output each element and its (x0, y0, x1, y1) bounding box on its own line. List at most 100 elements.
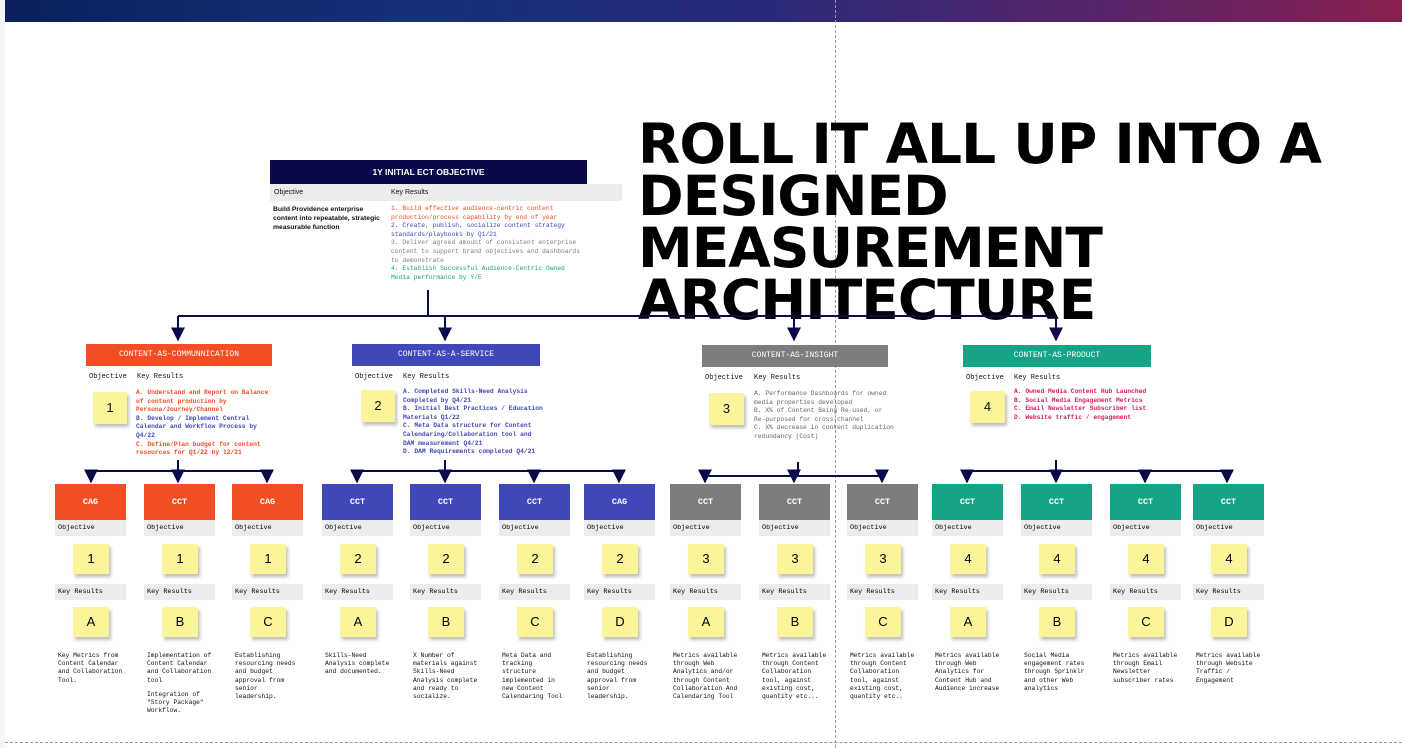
pillar-4-kr-c: C. Email Newsletter Subscriber list (1014, 405, 1147, 413)
team-box-6-kr-label: Key Results (499, 584, 570, 600)
pillar-2-col-objective: Objective (355, 373, 393, 381)
team-box-10-objective-note: 3 (865, 544, 901, 574)
team-box-5-description-line-1: X Number of materials against Skills-Nee… (413, 652, 478, 701)
team-box-10-description-line-1: Metrics available through Content Collab… (850, 652, 915, 701)
team-box-13-description-line-1: Metrics available through Email Newslett… (1113, 652, 1178, 684)
team-box-9-kr-label: Key Results (759, 584, 830, 600)
team-box-8-description: Metrics available through Web Analytics … (673, 652, 741, 707)
team-box-7-objective-label: Objective (584, 520, 655, 536)
team-box-14-kr-label-text: Key Results (1196, 588, 1241, 596)
slide-canvas: ROLL IT ALL UP INTO A DESIGNED MEASUREME… (5, 0, 1402, 748)
team-box-1-objective-label-text: Objective (58, 524, 95, 532)
team-box-4-description-line-1: Skills-Need Analysis complete and docume… (325, 652, 390, 676)
team-box-12-objective-label: Objective (1021, 520, 1092, 536)
pillar-4-objective-note: 4 (970, 391, 1005, 423)
pillar-1-kr-b: B. Develop / Implement Central Calendar … (136, 414, 257, 439)
team-box-9-objective-note: 3 (777, 544, 813, 574)
team-box-1-kr-label-text: Key Results (58, 588, 103, 596)
horizontal-guide-line (5, 742, 1402, 743)
pillar-2-objective-note: 2 (361, 390, 395, 422)
team-box-7-kr-label: Key Results (584, 584, 655, 600)
team-box-9-kr-note: B (777, 607, 813, 637)
team-box-14-kr-label: Key Results (1193, 584, 1264, 600)
team-box-13-kr-label-text: Key Results (1113, 588, 1158, 596)
team-box-4-kr-label-text: Key Results (325, 588, 370, 596)
pillar-2-kr-a: A. Completed Skills-Need Analysis Comple… (403, 388, 528, 404)
team-box-8-kr-note: A (688, 607, 724, 637)
team-box-7-objective-note: 2 (602, 544, 638, 574)
vertical-guide-line (835, 0, 836, 748)
pillar-1-kr-c: C. Define/Plan budget for content resour… (136, 440, 261, 457)
pillar-header-service: CONTENT-AS-A-SERVICE (352, 344, 540, 366)
team-box-7-description-line-1: Establishing resourcing needs and budget… (587, 652, 648, 701)
team-box-11-kr-label: Key Results (932, 584, 1003, 600)
top-kr-1: 1. Build effective audience-centric cont… (391, 205, 558, 221)
team-box-9-objective-label: Objective (759, 520, 830, 536)
team-box-10-objective-label: Objective (847, 520, 918, 536)
team-box-3-kr-label: Key Results (232, 584, 303, 600)
team-box-7-objective-label-text: Objective (587, 524, 624, 532)
team-box-14-objective-note: 4 (1211, 544, 1247, 574)
team-box-14-objective-label-text: Objective (1196, 524, 1233, 532)
pillar-3-key-results: A. Performance Dashboards for owned medi… (754, 390, 896, 442)
team-box-14-objective-label: Objective (1193, 520, 1264, 536)
team-box-9-objective-label-text: Objective (762, 524, 799, 532)
pillar-3-col-objective: Objective (705, 374, 743, 382)
team-box-3-objective-label-text: Objective (235, 524, 272, 532)
pillar-4-col-key-results: Key Results (1014, 374, 1061, 382)
team-box-13-kr-label: Key Results (1110, 584, 1181, 600)
pillar-3-kr-b: B. X% of Content Being Re-used, or Re-pu… (754, 407, 883, 423)
team-box-5-description: X Number of materials against Skills-Nee… (413, 652, 481, 707)
team-box-12-objective-note: 4 (1039, 544, 1075, 574)
pillar-1-kr-a: A. Understand and Report on Balance of c… (136, 389, 269, 414)
team-box-8-kr-label-text: Key Results (673, 588, 718, 596)
team-box-5-objective-label: Objective (410, 520, 481, 536)
team-box-7-header: CAG (584, 484, 655, 520)
team-box-9-header: CCT (759, 484, 830, 520)
team-box-6-objective-note: 2 (517, 544, 553, 574)
team-box-10-kr-label: Key Results (847, 584, 918, 600)
team-box-4-description: Skills-Need Analysis complete and docume… (325, 652, 393, 683)
team-box-14-description: Metrics available through Website Traffi… (1196, 652, 1264, 691)
team-box-10-description: Metrics available through Content Collab… (850, 652, 918, 707)
headline-line-2: DESIGNED MEASUREMENT (638, 164, 1103, 280)
team-box-5-objective-label-text: Objective (413, 524, 450, 532)
pillar-3-kr-c: C. X% decrease in content duplication re… (754, 424, 894, 440)
pillar-1-col-objective: Objective (89, 373, 127, 381)
headline-line-1: ROLL IT ALL UP INTO A (638, 112, 1322, 176)
team-box-2-description-line-2: Integration of "Story Package" Workflow. (147, 690, 204, 715)
team-box-5-header: CCT (410, 484, 481, 520)
pillar-4-key-results: A. Owned Media Content Hub Launched B. S… (1014, 388, 1154, 422)
team-box-7-description: Establishing resourcing needs and budget… (587, 652, 655, 707)
team-box-13-objective-note: 4 (1128, 544, 1164, 574)
pillar-4-kr-a: A. Owned Media Content Hub Launched (1014, 388, 1147, 395)
team-box-10-kr-label-text: Key Results (850, 588, 895, 596)
team-box-1-header: CAG (55, 484, 126, 520)
team-box-6-objective-label-text: Objective (502, 524, 539, 532)
top-objective-col-objective: Objective (274, 189, 304, 196)
team-box-14-header: CCT (1193, 484, 1264, 520)
top-kr-3: 3. Deliver agreed amount of consistent e… (391, 239, 580, 264)
headline: ROLL IT ALL UP INTO A DESIGNED MEASUREME… (638, 112, 1402, 328)
team-box-3-header: CAG (232, 484, 303, 520)
pillar-2-kr-c: C. Meta Data structure for Content Calen… (403, 422, 532, 447)
team-box-4-objective-note: 2 (340, 544, 376, 574)
team-box-1-kr-note: A (73, 607, 109, 637)
team-box-1-objective-label: Objective (55, 520, 126, 536)
team-box-11-objective-note: 4 (950, 544, 986, 574)
team-box-11-objective-label-text: Objective (935, 524, 972, 532)
team-box-8-description-line-1: Metrics available through Web Analytics … (673, 652, 738, 701)
team-box-6-description: Meta Data and tracking structure impleme… (502, 652, 570, 707)
team-box-10-kr-note: C (865, 607, 901, 637)
team-box-11-kr-label-text: Key Results (935, 588, 980, 596)
team-box-4-objective-label-text: Objective (325, 524, 362, 532)
team-box-9-description-line-1: Metrics available through Content Collab… (762, 652, 827, 701)
team-box-12-kr-label: Key Results (1021, 584, 1092, 600)
team-box-13-objective-label-text: Objective (1113, 524, 1150, 532)
pillar-2-kr-b: B. Initial Best Practices / Education Ma… (403, 405, 543, 421)
team-box-4-kr-label: Key Results (322, 584, 393, 600)
team-box-1-objective-note: 1 (73, 544, 109, 574)
team-box-11-description: Metrics available through Web Analytics … (935, 652, 1003, 699)
team-box-6-kr-note: C (517, 607, 553, 637)
pillar-4-col-objective: Objective (966, 374, 1004, 382)
